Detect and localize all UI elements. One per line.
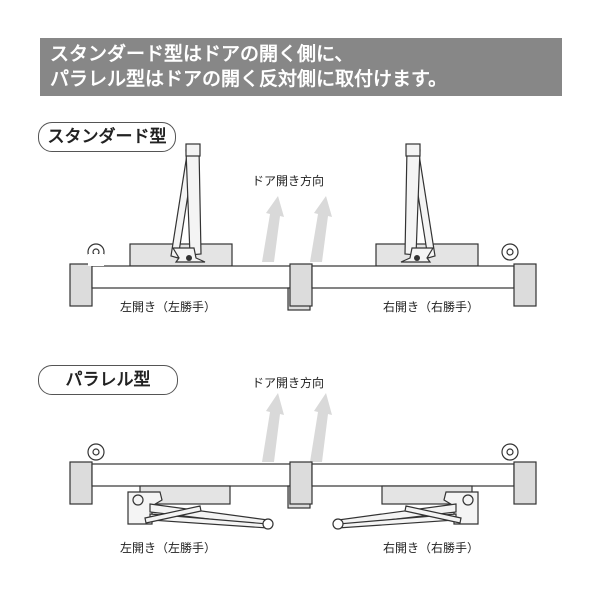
standard-open-direction-arrows — [262, 196, 332, 262]
standard-left-assembly — [69, 143, 311, 311]
parallel-left-door — [91, 463, 295, 487]
standard-right-caption: 右開き（右勝手） — [383, 300, 480, 314]
standard-right-stop — [289, 263, 313, 307]
banner-line-1: スタンダード型はドアの開く側に、 — [50, 43, 354, 65]
parallel-right-wall — [513, 461, 537, 505]
standard-type-title: スタンダード型 — [38, 122, 176, 152]
standard-right-wall — [513, 263, 537, 307]
standard-direction-label: ドア開き方向 — [252, 174, 325, 188]
parallel-left-arm-pivot — [262, 518, 274, 530]
parallel-right-caption: 右開き（右勝手） — [383, 541, 480, 555]
standard-right-door — [311, 265, 515, 289]
parallel-left-closer-arm — [127, 491, 274, 530]
header-banner: スタンダード型はドアの開く側に、 パラレル型はドアの開く反対側に取付けます。 — [40, 38, 562, 96]
parallel-right-door — [311, 463, 515, 487]
parallel-left-wall — [69, 461, 93, 505]
standard-left-wall — [69, 263, 93, 307]
standard-right-assembly — [289, 143, 537, 307]
standard-left-caption: 左開き（左勝手） — [120, 300, 217, 314]
parallel-right-stop — [289, 461, 313, 505]
parallel-right-arm-pivot — [332, 518, 344, 530]
parallel-right-assembly — [289, 443, 537, 530]
parallel-open-direction-arrows — [262, 393, 332, 462]
standard-left-door — [91, 265, 295, 289]
parallel-direction-label: ドア開き方向 — [252, 376, 325, 390]
parallel-right-closer-arm — [332, 491, 479, 530]
standard-right-closer-arm — [400, 143, 436, 263]
standard-left-closer-arm — [170, 143, 206, 263]
banner-line-2: パラレル型はドアの開く反対側に取付けます。 — [50, 68, 448, 90]
parallel-type-title: パラレル型 — [38, 365, 178, 395]
parallel-left-caption: 左開き（左勝手） — [120, 541, 217, 555]
